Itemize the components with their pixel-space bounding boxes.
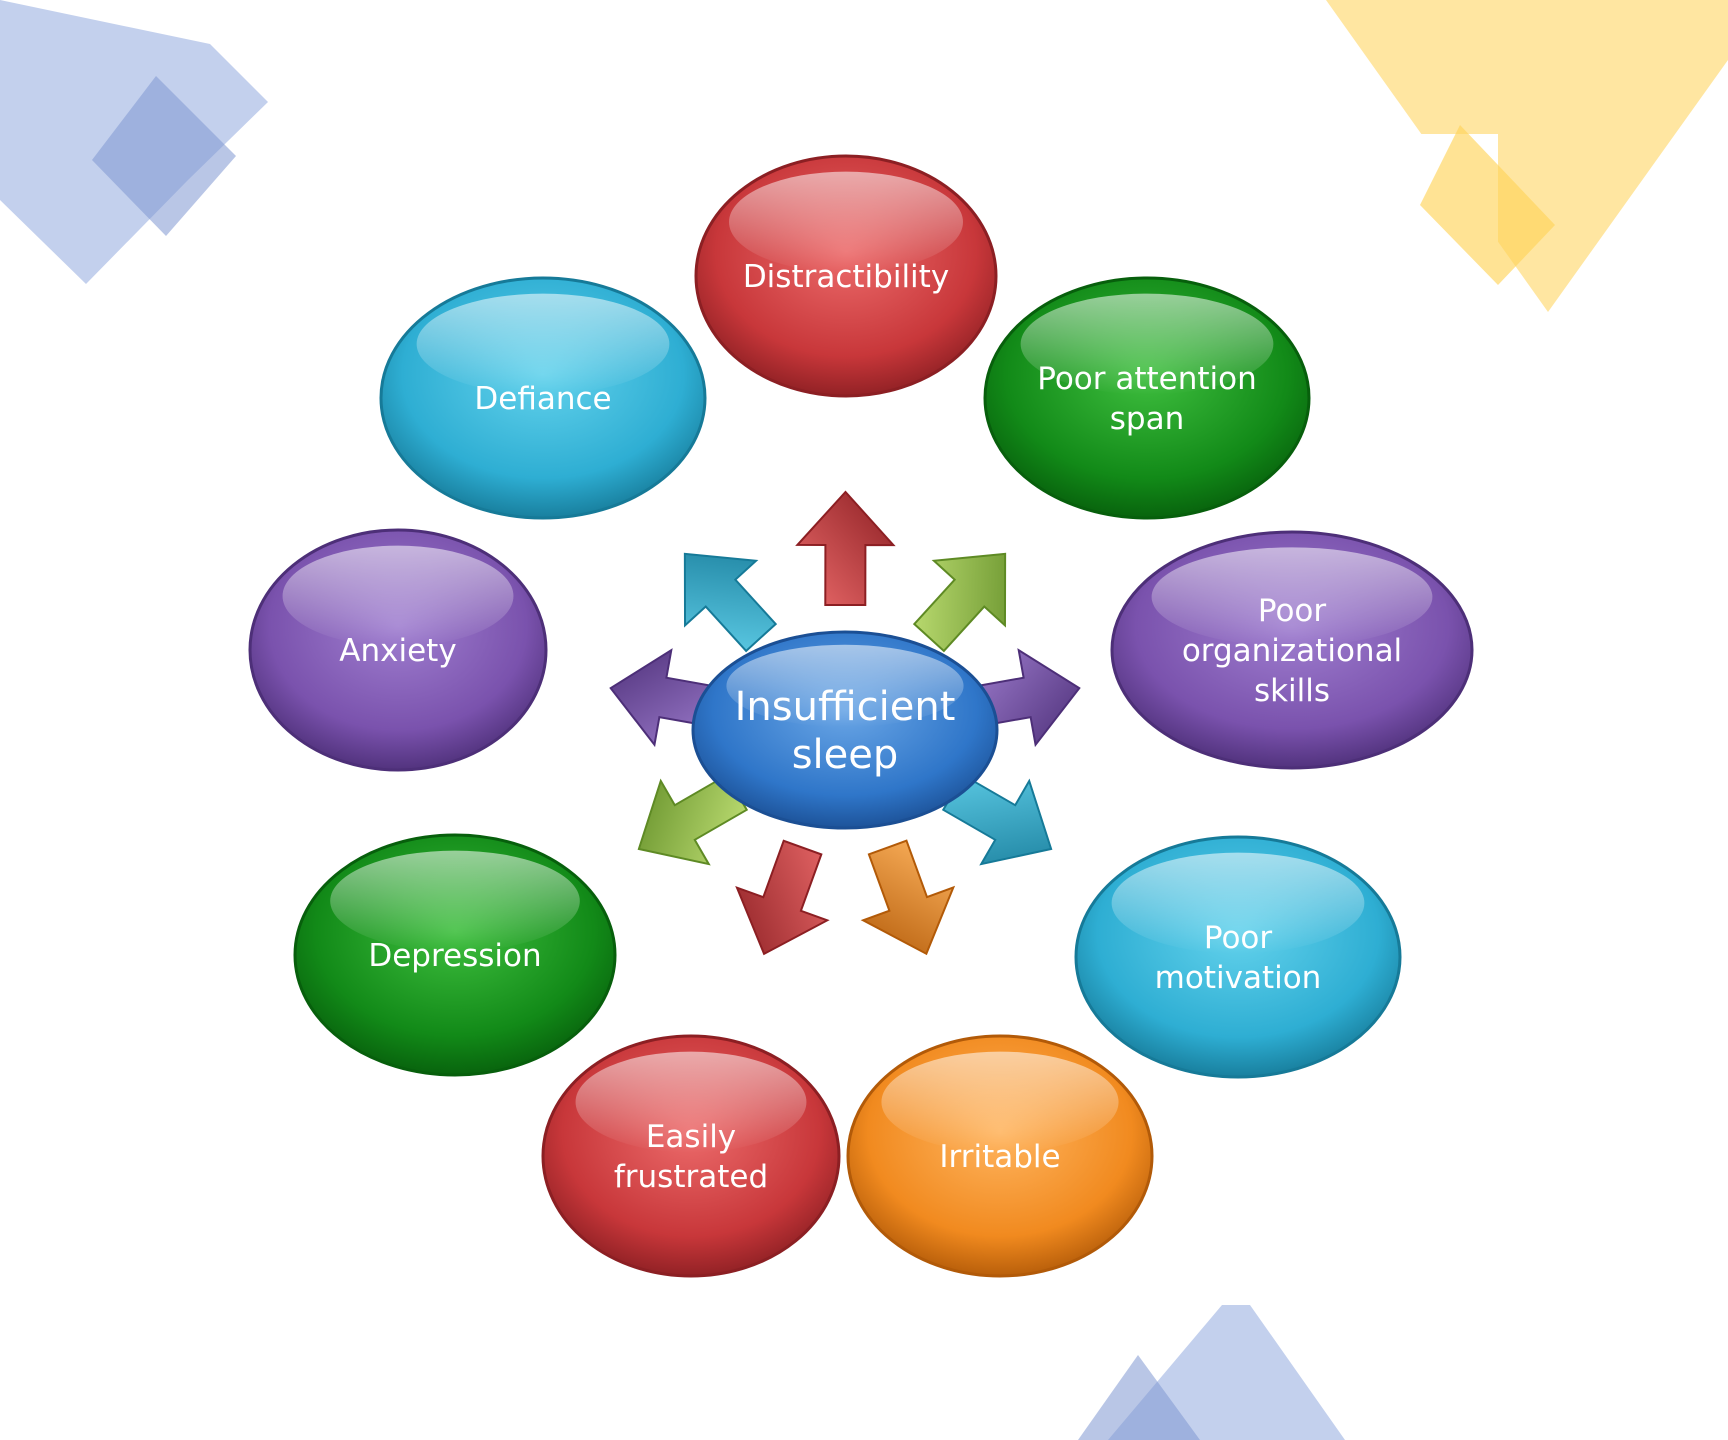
decor-top-right xyxy=(1326,0,1728,312)
effect-bubbles: Distractibility Poor attention span Poor o… xyxy=(248,154,1474,1278)
bubble-distractibility: Distractibility xyxy=(694,154,998,398)
bubble-poor-organizational-skills: Poor organizational skills xyxy=(1110,530,1474,770)
label-line: Easily xyxy=(646,1119,736,1155)
label-line: organizational xyxy=(1182,633,1402,669)
bubble-defiance-label: Defiance xyxy=(474,381,611,417)
label-line: Insufficient xyxy=(735,684,956,730)
bubble-easily-frustrated-label: Easily frustrated xyxy=(614,1119,768,1195)
label-line: span xyxy=(1110,401,1184,437)
bubble-poor-motivation-label: Poor motivation xyxy=(1155,920,1322,996)
bubble-distractibility-label: Distractibility xyxy=(743,259,949,295)
arrow-to-poor-attention-span xyxy=(912,552,1007,653)
label-line: skills xyxy=(1254,673,1330,709)
label-line: Defiance xyxy=(474,381,611,417)
label-line: sleep xyxy=(792,732,899,778)
arrow-to-easily-frustrated xyxy=(735,839,830,956)
bubble-poor-attention-span-label: Poor attention span xyxy=(1037,361,1257,437)
label-line: Depression xyxy=(368,938,541,974)
label-line: Irritable xyxy=(939,1139,1060,1175)
bubble-defiance: Defiance xyxy=(379,276,707,520)
bubble-anxiety-label: Anxiety xyxy=(339,633,456,669)
label-line: Poor attention xyxy=(1037,361,1257,397)
decor-top-left xyxy=(0,0,268,284)
bubble-irritable: Irritable xyxy=(846,1034,1154,1278)
bubble-poor-attention-span: Poor attention span xyxy=(983,276,1311,520)
decor-bottom-right xyxy=(1078,1305,1345,1440)
bubble-anxiety: Anxiety xyxy=(248,528,548,772)
label-line: frustrated xyxy=(614,1159,768,1195)
bubble-depression-label: Depression xyxy=(368,938,541,974)
bubble-poor-motivation: Poor motivation xyxy=(1074,835,1402,1079)
label-line: Poor xyxy=(1258,593,1327,629)
label-line: Anxiety xyxy=(339,633,456,669)
bubble-poor-organizational-skills-label: Poor organizational skills xyxy=(1182,593,1402,709)
label-line: Distractibility xyxy=(743,259,949,295)
bubble-easily-frustrated: Easily frustrated xyxy=(541,1034,841,1278)
arrow-to-distractibility xyxy=(795,490,896,607)
label-line: Poor xyxy=(1204,920,1273,956)
arrow-to-defiance xyxy=(683,552,778,653)
arrow-to-poor-motivation xyxy=(941,773,1053,866)
bubble-depression: Depression xyxy=(293,833,617,1077)
arrow-to-irritable xyxy=(860,839,956,956)
bubble-irritable-label: Irritable xyxy=(939,1139,1060,1175)
label-line: motivation xyxy=(1155,960,1322,996)
